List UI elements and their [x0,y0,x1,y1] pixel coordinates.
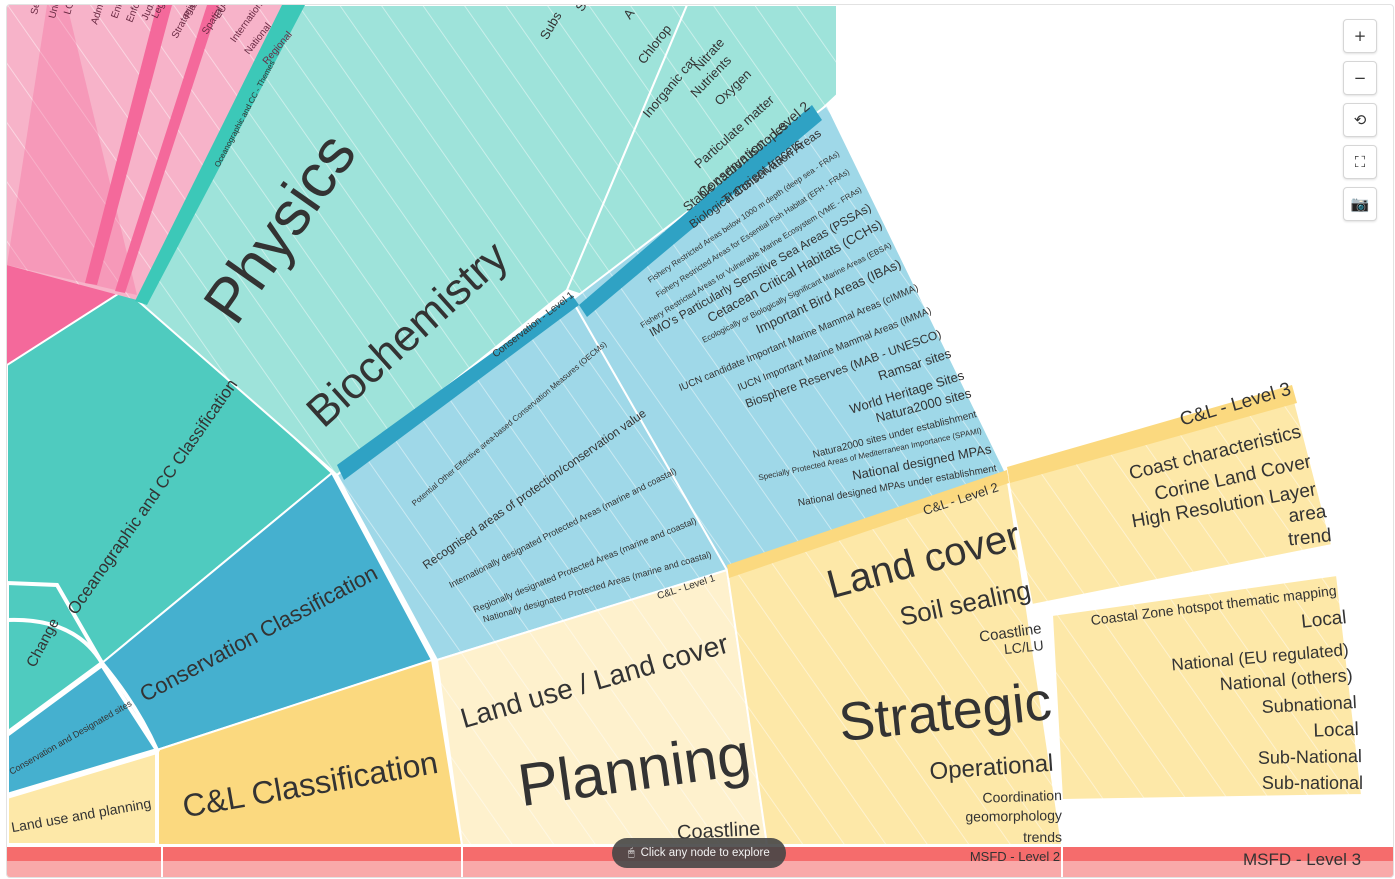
physics-items-label-1[interactable]: S [572,5,589,14]
cl-level3-items-b-label-1[interactable]: Local [1300,607,1347,633]
sunburst-chart[interactable]: Sector / mUnderwater culturalLGP - EAdmi… [7,5,1393,877]
cl-level2-label-8[interactable]: trends [1023,829,1062,845]
explore-hint-text: Click any node to explore [640,847,770,859]
screenshot-button[interactable]: 📷 [1343,187,1377,221]
mouse-icon: 🖱 [628,846,635,859]
env-labels-label-0[interactable]: Sector / m [29,5,49,16]
minus-icon: − [1353,69,1367,87]
cl-level3-items-b-label-6[interactable]: Sub-National [1258,746,1362,768]
zoom-out-button[interactable]: − [1343,61,1377,95]
cl-level3-items-label-4[interactable]: trend [1287,525,1332,550]
reset-icon: ⟲ [1353,111,1367,129]
plus-icon: + [1353,27,1367,45]
fullscreen-icon: ⛶ [1354,153,1366,171]
cl-level2-label-7[interactable]: geomorphology [965,807,1062,825]
env-labels-label-2[interactable]: LGP - E [62,5,82,16]
sunburst-viewer: Sector / mUnderwater culturalLGP - EAdmi… [6,4,1394,878]
camera-icon: 📷 [1350,195,1370,213]
cl-level3-items-b-label-5[interactable]: Local [1313,719,1359,742]
label-msfd-level3: MSFD - Level 3 [1243,850,1361,869]
explore-hint: 🖱 Click any node to explore [612,838,786,868]
cl-level2-label-6[interactable]: Coordination [982,787,1062,806]
reset-view-button[interactable]: ⟲ [1343,103,1377,137]
node-land-use-and-planning[interactable] [7,749,159,847]
node-oceanographic-themes[interactable] [135,5,305,305]
viewer-toolbar: + − ⟲ ⛶ 📷 [1343,19,1377,221]
label-msfd-level2: MSFD - Level 2 [970,849,1060,864]
fullscreen-button[interactable]: ⛶ [1343,145,1377,179]
zoom-in-button[interactable]: + [1343,19,1377,53]
cl-level3-items-b-label-4[interactable]: Subnational [1261,692,1357,717]
cl-level2-label-3[interactable]: LC/LU [1003,637,1044,657]
cl-level3-items-b-label-7[interactable]: Sub-national [1262,773,1363,793]
